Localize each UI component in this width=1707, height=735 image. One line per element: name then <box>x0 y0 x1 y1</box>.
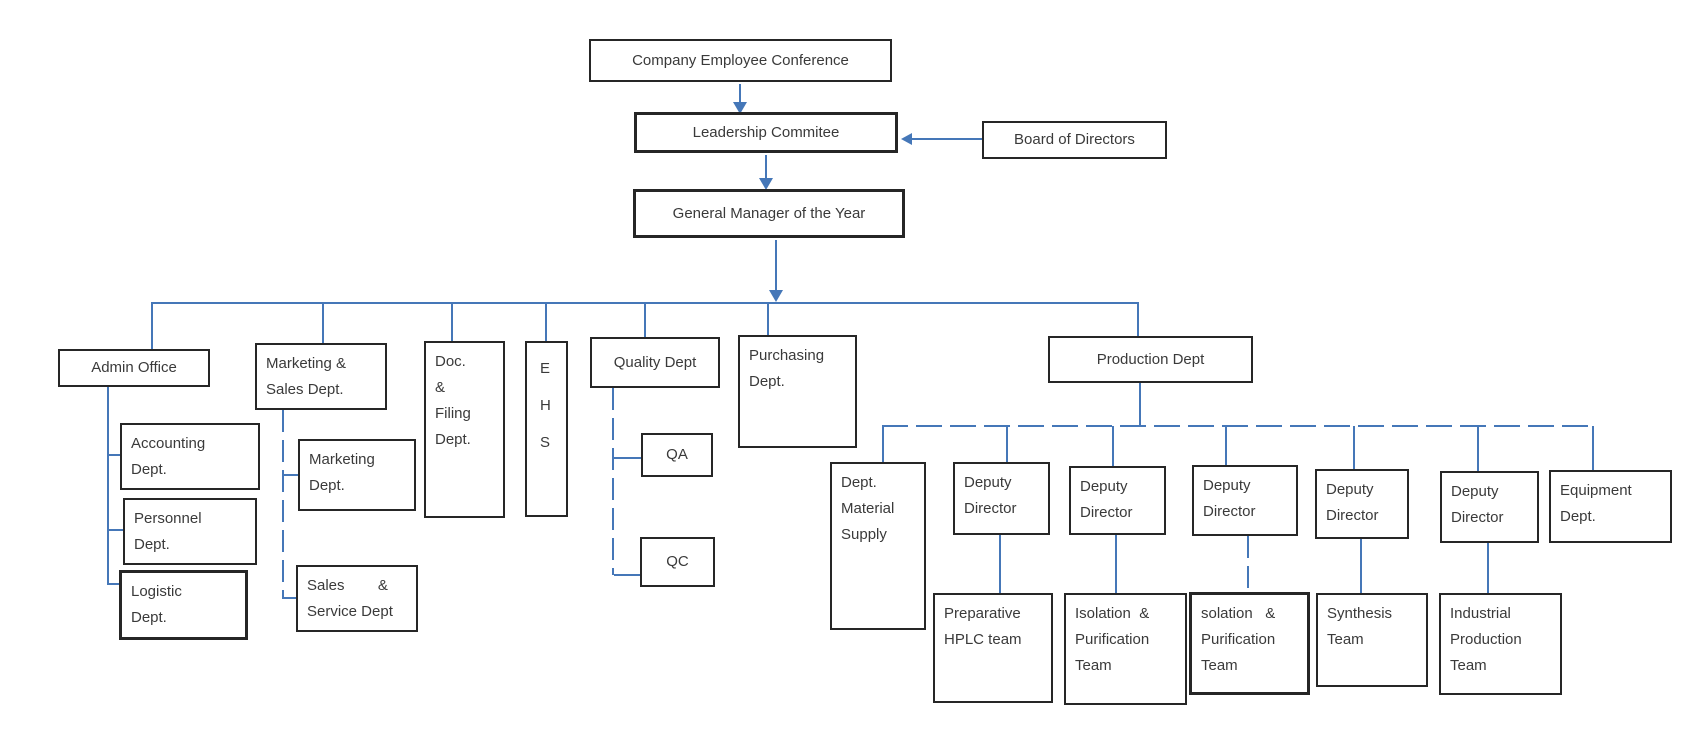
node-dept-material-supply: Dept. Material Supply <box>830 462 926 630</box>
node-deputy-director-4: Deputy Director <box>1315 469 1409 539</box>
connector-to-deputy3 <box>1225 426 1227 465</box>
node-qa: QA <box>641 433 713 477</box>
connector-deputy5-team <box>1487 543 1489 593</box>
connector-board-leadership <box>912 138 982 140</box>
node-solation-purification-team: solation & Purification Team <box>1189 592 1310 695</box>
node-production-dept: Production Dept <box>1048 336 1253 383</box>
connector-admin-spine <box>107 387 109 585</box>
node-accounting-dept: Accounting Dept. <box>120 423 260 490</box>
node-company-employee-conference: Company Employee Conference <box>589 39 892 82</box>
node-industrial-production-team: Industrial Production Team <box>1439 593 1562 695</box>
connector-to-doc-filing <box>451 302 453 341</box>
connector-to-deputy2 <box>1112 426 1114 466</box>
connector-to-purchasing <box>767 302 769 335</box>
node-marketing-sales-dept: Marketing & Sales Dept. <box>255 343 387 410</box>
connector-deputy3-team <box>1247 536 1249 592</box>
connector-gm-branch <box>775 240 777 292</box>
arrow-left-icon <box>901 133 912 145</box>
arrow-down-icon <box>769 290 783 302</box>
connector-to-material-supply <box>882 426 884 462</box>
connector-to-accounting <box>107 454 120 456</box>
node-isolation-purification-team: Isolation & Purification Team <box>1064 593 1187 705</box>
node-deputy-director-5: Deputy Director <box>1440 471 1539 543</box>
connector-to-personnel <box>107 529 123 531</box>
connector-to-equipment <box>1592 426 1594 470</box>
connector-to-deputy4 <box>1353 426 1355 469</box>
node-leadership-commitee: Leadership Commitee <box>634 112 898 153</box>
connector-to-qa <box>614 457 641 459</box>
connector-to-deputy5 <box>1477 426 1479 471</box>
connector-quality-spine <box>612 388 614 575</box>
connector-to-sales-service <box>284 597 296 599</box>
node-admin-office: Admin Office <box>58 349 210 387</box>
node-general-manager: General Manager of the Year <box>633 189 905 238</box>
node-sales-service-dept: Sales & Service Dept <box>296 565 418 632</box>
node-deputy-director-2: Deputy Director <box>1069 466 1166 535</box>
node-synthesis-team: Synthesis Team <box>1316 593 1428 687</box>
connector-to-marketing-dept <box>284 474 298 476</box>
connector-leadership-gm <box>765 155 767 181</box>
node-purchasing-dept: Purchasing Dept. <box>738 335 857 448</box>
arrow-down-icon <box>759 178 773 190</box>
node-marketing-dept: Marketing Dept. <box>298 439 416 511</box>
node-personnel-dept: Personnel Dept. <box>123 498 257 565</box>
node-preparative-hplc-team: Preparative HPLC team <box>933 593 1053 703</box>
node-board-of-directors: Board of Directors <box>982 121 1167 159</box>
connector-deputy4-team <box>1360 539 1362 593</box>
node-equipment-dept: Equipment Dept. <box>1549 470 1672 543</box>
connector-to-quality <box>644 302 646 337</box>
connector-branch-level2 <box>882 425 1594 427</box>
connector-to-marketing-sales <box>322 302 324 343</box>
connector-to-qc <box>614 574 640 576</box>
node-ehs: E H S <box>525 341 568 517</box>
connector-to-ehs <box>545 302 547 341</box>
connector-conference-leadership <box>739 84 741 104</box>
connector-to-logistic <box>107 583 119 585</box>
node-logistic-dept: Logistic Dept. <box>119 570 248 640</box>
node-qc: QC <box>640 537 715 587</box>
connector-production-down <box>1139 383 1141 426</box>
connector-marketing-spine <box>282 410 284 599</box>
node-deputy-director-1: Deputy Director <box>953 462 1050 535</box>
connector-deputy1-team <box>999 535 1001 593</box>
connector-to-production <box>1137 302 1139 336</box>
connector-deputy2-team <box>1115 535 1117 593</box>
node-doc-filing-dept: Doc. & Filing Dept. <box>424 341 505 518</box>
node-quality-dept: Quality Dept <box>590 337 720 388</box>
node-deputy-director-3: Deputy Director <box>1192 465 1298 536</box>
connector-to-deputy1 <box>1006 426 1008 462</box>
arrow-down-icon <box>733 102 747 114</box>
connector-to-admin <box>151 302 153 349</box>
